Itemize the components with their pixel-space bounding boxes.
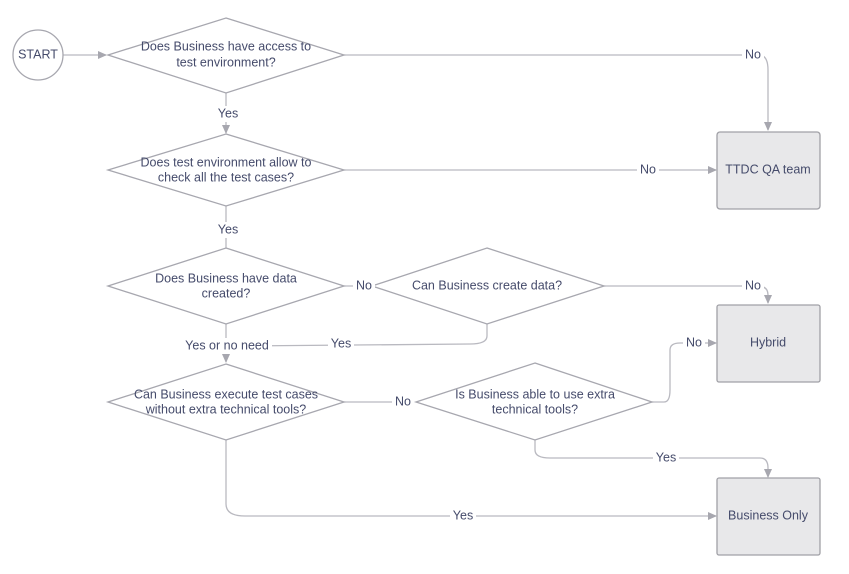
decision-execute-without-tools-line1: Can Business execute test cases (134, 387, 318, 401)
decision-access-test-env (105, 17, 347, 94)
decision-access-test-env-line1: Does Business have access to (141, 39, 311, 53)
edge-label-d6-no: No (686, 335, 702, 349)
edge-d1-no (344, 54, 772, 131)
outcome-business-only-label: Business Only (728, 508, 809, 522)
decision-data-created-line1: Does Business have data (155, 271, 297, 285)
edge-d4-yes (243, 324, 488, 347)
start-label: START (18, 47, 58, 61)
decision-data-created (105, 247, 347, 325)
decision-create-data (369, 247, 607, 325)
decision-use-extra-tools (413, 362, 655, 441)
edge-label-d2-yes: Yes (218, 222, 238, 236)
decision-use-extra-tools-line2: technical tools? (492, 402, 578, 416)
edge-label-d3-no: No (356, 278, 372, 292)
edge-label-d4-no: No (745, 278, 761, 292)
edge-label-d6-yes: Yes (656, 450, 676, 464)
outcome-qa-team-label: TTDC QA team (725, 162, 810, 176)
edge-label-d1-yes: Yes (218, 106, 238, 120)
edge-label-d3-yes: Yes or no need (185, 338, 269, 352)
decision-test-env-all-cases-line1: Does test environment allow to (141, 155, 312, 169)
edge-label-d4-yes: Yes (331, 336, 351, 350)
decision-use-extra-tools-line1: Is Business able to use extra (455, 387, 615, 401)
edge-label-d1-no: No (745, 47, 761, 61)
outcome-hybrid-label: Hybrid (750, 335, 786, 349)
decision-data-created-line2: created? (202, 286, 251, 300)
decision-test-env-all-cases-line2: check all the test cases? (158, 170, 294, 184)
decision-test-env-all-cases (105, 133, 347, 207)
edge-d5-yes (225, 440, 717, 520)
outcome-hybrid (716, 304, 821, 383)
decision-execute-without-tools-line2: without extra technical tools? (145, 402, 307, 416)
outcome-qa-team (716, 131, 821, 210)
edge-label-d5-yes: Yes (453, 508, 473, 522)
decision-access-test-env-line2: test environment? (176, 55, 275, 69)
outcome-business-only (716, 477, 821, 556)
edge-label-d2-no: No (640, 162, 656, 176)
start-node (12, 29, 64, 81)
edge-d6-no (652, 339, 717, 403)
edge-label-d5-no: No (395, 394, 411, 408)
edge-d6-yes (534, 440, 772, 478)
decision-execute-without-tools (105, 363, 347, 441)
decision-create-data-line1: Can Business create data? (412, 278, 562, 292)
